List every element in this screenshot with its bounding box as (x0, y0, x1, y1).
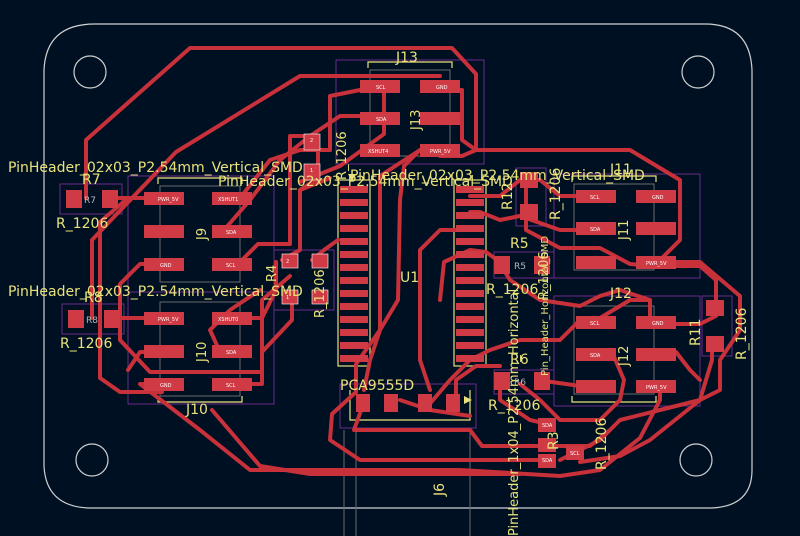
pad-label-sda: SDA (226, 230, 237, 236)
board-edge-outline (43, 23, 753, 509)
label-footprint-j12: Pin_Header_Horizontal_SMD (540, 236, 551, 376)
footprint-u1[interactable] (340, 174, 484, 362)
label-j9-value: J9 (195, 228, 210, 241)
pad-label-sda: SDA (542, 458, 553, 464)
label-r8-footprint: R_1206 (60, 336, 112, 352)
pad-label-sda: SDA (542, 423, 553, 429)
label-j6: J6 (432, 483, 448, 497)
resistor-pads[interactable]: 2 1 2 1 SDA SDA SCL (66, 133, 724, 468)
label-j13-value: J13 (409, 110, 424, 131)
label-r-footprint-c: R_1206 (537, 251, 552, 300)
label-r8: R8 (84, 290, 103, 306)
label-r6: R6 (510, 352, 529, 368)
label-r11: R11 (688, 318, 704, 346)
fab-outlines (159, 69, 655, 536)
pad-label-gnd: GND (436, 85, 448, 91)
label-j12-value: J12 (617, 346, 632, 367)
pad-label-pwr: PWR_5V (646, 261, 667, 267)
label-r11-footprint: R_1206 (734, 308, 750, 360)
label-r3-footprint: R_1206 (594, 418, 610, 470)
mounting-hole-bottom-left (75, 443, 109, 477)
label-u1: U1 (400, 270, 419, 286)
pad-label-scl: SCL (590, 195, 600, 201)
pad-label-gnd: GND (652, 195, 664, 201)
footprint-j11[interactable]: SCL SDA GND PWR_5V (576, 190, 676, 269)
pad-num: 2 (286, 259, 289, 265)
mounting-hole-top-left (73, 55, 107, 89)
pad-label-pwr: PWR_5V (158, 317, 179, 323)
pad-label-xshut: XSHUT1 (218, 197, 238, 203)
label-j11: J11 (609, 162, 632, 178)
label-r7-footprint: R_1206 (56, 216, 108, 232)
pad-num: 2 (310, 138, 313, 144)
mounting-hole-top-right (681, 55, 715, 89)
label-r7-fab: R7 (84, 196, 96, 206)
footprint-j9[interactable]: PWR_5V GND XSHUT1 SDA SCL (144, 192, 252, 271)
label-r7: R7 (82, 172, 101, 188)
label-r5-footprint: R_1206 (486, 282, 538, 298)
label-r5: R5 (510, 236, 529, 252)
label-r6-footprint: R_1206 (488, 398, 540, 414)
pad-label-xshut: XSHUT0 (218, 317, 238, 323)
label-j10: J10 (185, 402, 208, 418)
pad-label-pwr: PWR_5V (158, 197, 179, 203)
label-footprint-j6: PinHeader_1x04_P2.54mm_Horizontal (507, 289, 522, 536)
label-footprint-j10: PinHeader_02x03_P2.54mm_Vertical_SMD (8, 284, 303, 300)
reference-labels: J13 J13 J11 J11 J12 J12 J9 J10 J10 U1 PC… (8, 50, 750, 536)
pad-label-sda: SDA (590, 227, 601, 233)
pad-num: 1 (286, 295, 289, 301)
pad-label-scl: SCL (226, 383, 236, 389)
label-r12-footprint: R_1206 (548, 168, 564, 220)
label-r8-fab: R8 (86, 316, 98, 326)
pad-num: 1 (310, 168, 313, 174)
pad-label-gnd: GND (160, 263, 172, 269)
label-footprint-j9: PinHeader_02x03_P2.54mm_Vertical_SMD (8, 160, 303, 176)
label-r4: R4 (265, 265, 280, 282)
pin1-marker-icon (464, 396, 472, 404)
footprint-j6[interactable] (356, 394, 472, 412)
label-j11-value: J11 (617, 220, 632, 241)
label-r-footprint-a: R_1206 (335, 131, 350, 180)
label-footprint-j13: PinHeader_02x03_P2.54mm_Vertical_SMD (218, 174, 513, 190)
pad-label-gnd: GND (160, 383, 172, 389)
label-j12: J12 (609, 286, 632, 302)
label-r5-fab: R5 (514, 262, 526, 272)
pad-label-sda: SDA (590, 353, 601, 359)
pad-label-gnd: GND (652, 321, 664, 327)
pad-label-scl: SCL (570, 451, 580, 457)
pad-label-xshut: XSHUT4 (368, 149, 388, 155)
pad-label-pwr: PWR_5V (430, 149, 451, 155)
pad-label-sda: SDA (226, 350, 237, 356)
footprint-j12[interactable]: SCL SDA GND PWR_5V (576, 316, 676, 393)
label-j10-value: J10 (195, 342, 210, 363)
pad-label-pwr: PWR_5V (646, 385, 667, 391)
mounting-hole-bottom-right (679, 443, 713, 477)
footprint-j13[interactable]: SCL SDA XSHUT4 GND PWR_5V (360, 80, 460, 157)
silkscreen-outlines (157, 61, 657, 421)
label-r-footprint-b: R_1206 (313, 269, 328, 318)
pin1-marker-icon (348, 174, 356, 181)
label-r12: R12 (500, 182, 516, 210)
label-footprint-j11: PinHeader_02x03_P2.54mm_Vertical_SMD (350, 168, 645, 184)
pad-label-scl: SCL (376, 85, 386, 91)
pad-label-sda: SDA (376, 117, 387, 123)
label-r6-fab: R6 (514, 378, 526, 388)
label-pca9555d: PCA9555D (340, 378, 414, 394)
pad-label-scl: SCL (590, 321, 600, 327)
footprint-j10[interactable]: PWR_5V GND XSHUT0 SDA SCL (144, 312, 252, 391)
pad-label-scl: SCL (226, 263, 236, 269)
label-j13: J13 (395, 50, 418, 66)
label-r3: R3 (546, 431, 562, 450)
